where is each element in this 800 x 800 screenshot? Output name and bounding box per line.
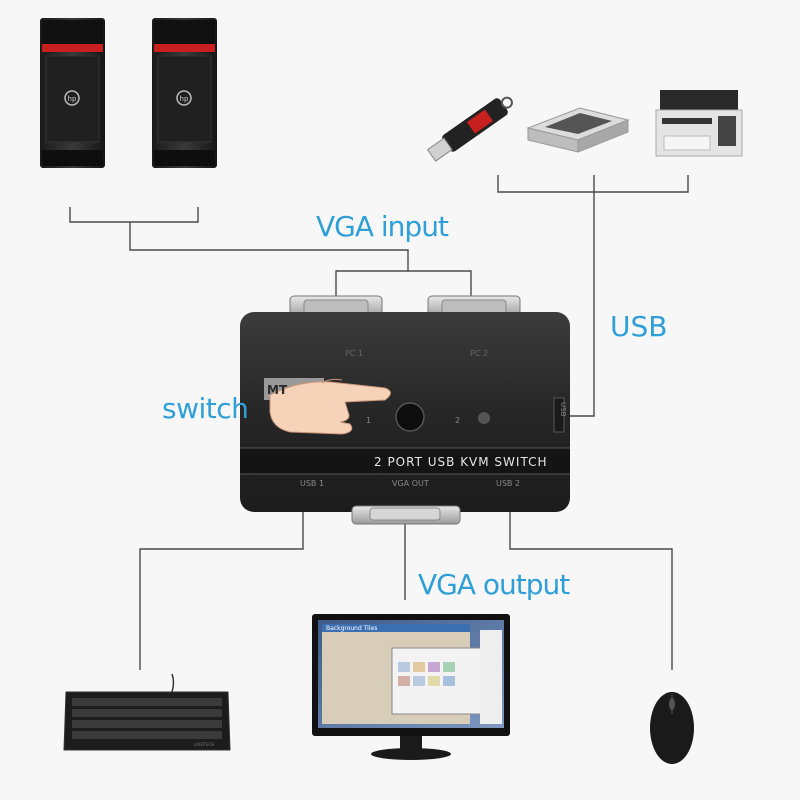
port-usb-side-label: USB xyxy=(559,402,567,417)
keyboard xyxy=(63,673,231,751)
pc-bracket-line xyxy=(69,207,199,223)
port-pc1-label: PC 1 xyxy=(345,349,363,358)
printer xyxy=(655,90,743,157)
monitor-window-title: Background Tiles xyxy=(326,625,377,632)
kvm-switch-device xyxy=(240,295,570,525)
mouse-line xyxy=(509,508,673,670)
hand-pointer-icon xyxy=(269,378,391,435)
pc-to-vga-line xyxy=(129,222,409,271)
svg-text:hp: hp xyxy=(68,95,77,103)
brand-fragment: MT xyxy=(267,383,288,397)
switch-label: switch xyxy=(162,392,249,425)
pc-tower-1: hp xyxy=(40,18,105,168)
svg-text:hp: hp xyxy=(180,95,189,103)
usb-label: USB xyxy=(610,310,668,343)
port-vga-out-label: VGA OUT xyxy=(392,479,429,488)
monitor xyxy=(312,614,510,760)
usb-flash-drive xyxy=(426,96,513,162)
vga-input-bracket xyxy=(335,270,472,296)
pc-tower-2: hp xyxy=(152,18,217,168)
keyboard-brand: LOGITECH xyxy=(194,742,214,747)
port-usb2-label: USB 2 xyxy=(496,479,520,488)
vga-output-label: VGA output xyxy=(418,568,570,601)
port-pc2-label: PC 2 xyxy=(470,349,488,358)
usb-devices-bracket xyxy=(497,175,689,193)
device-title: 2 PORT USB KVM SWITCH xyxy=(374,455,547,469)
scanner xyxy=(526,107,630,153)
connection-lines xyxy=(69,175,689,670)
led-2-label: 2 xyxy=(455,416,460,425)
led-1-label: 1 xyxy=(366,416,371,425)
vga-input-label: VGA input xyxy=(316,210,449,243)
port-usb1-label: USB 1 xyxy=(300,479,324,488)
keyboard-line xyxy=(139,508,304,670)
mouse xyxy=(650,692,694,764)
usb-cable-line xyxy=(568,175,595,417)
